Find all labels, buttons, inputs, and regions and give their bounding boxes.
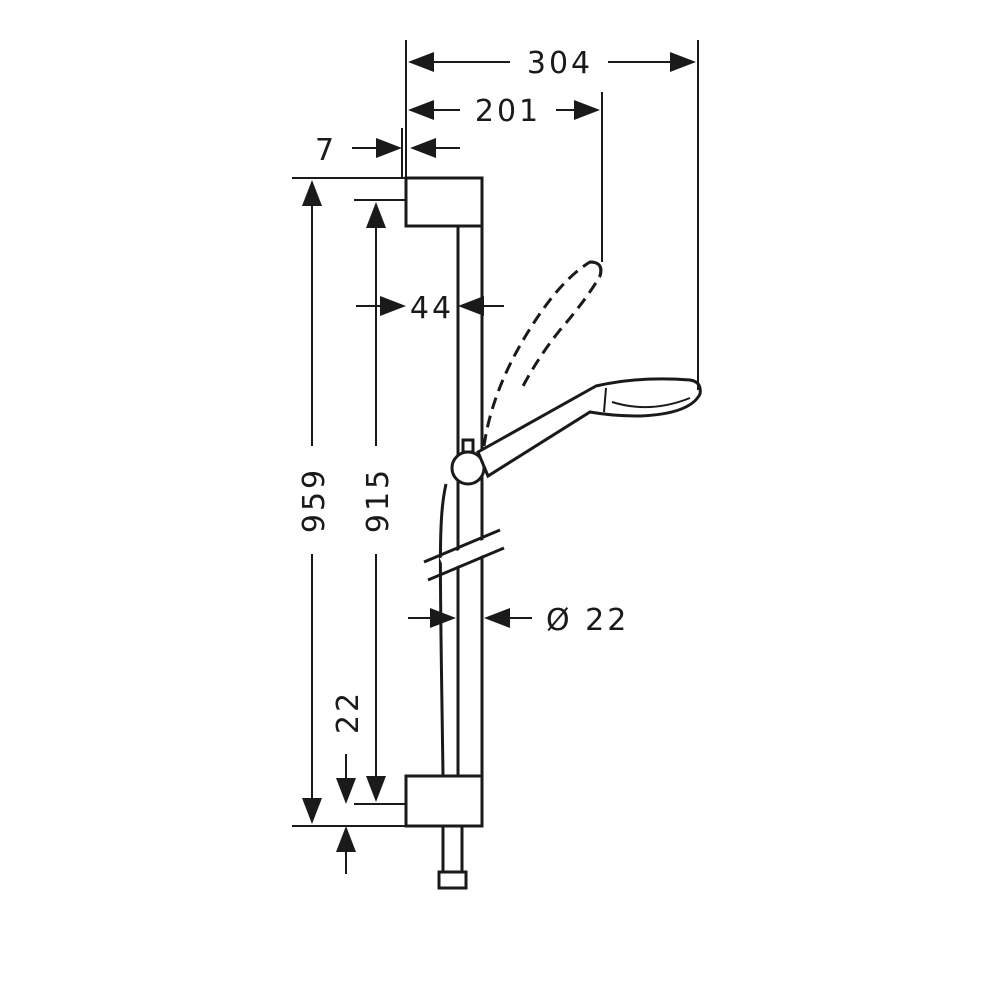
arrow-44-left	[380, 296, 406, 316]
arrow-915-top	[366, 202, 386, 228]
arrow-201-left	[408, 100, 434, 120]
dimension-304: 304	[405, 40, 699, 390]
label-handshower-reach: 201	[475, 94, 541, 129]
arrow-304-right	[670, 52, 696, 72]
label-rail-diameter: Ø 22	[546, 603, 629, 638]
arrow-dia-right	[484, 608, 510, 628]
slider-pin	[461, 438, 475, 454]
hand-shower	[476, 377, 702, 479]
arrow-7-right	[410, 138, 436, 158]
dimension-rail-diameter: Ø 22	[408, 603, 629, 638]
hose-nut	[437, 870, 468, 890]
break-mark-2	[427, 546, 505, 582]
arrow-959-bottom	[302, 798, 322, 824]
label-wall-offset: 7	[315, 133, 337, 168]
hand-shower-alt-position	[482, 260, 603, 447]
label-bracket-height: 22	[331, 690, 366, 734]
arrow-915-bottom	[366, 776, 386, 802]
break-mark-1	[423, 528, 501, 564]
dimension-201: 201	[408, 92, 603, 262]
dimension-7: 7	[315, 128, 460, 178]
arrow-201-right	[574, 100, 600, 120]
label-bar-length: 915	[361, 467, 396, 533]
break-gap	[439, 534, 501, 572]
dimension-959: 959	[292, 177, 406, 827]
label-total-reach: 304	[527, 46, 593, 81]
hand-shower-alt-head	[589, 260, 603, 277]
shower-rail-assembly	[404, 176, 702, 890]
top-wall-bracket	[404, 176, 484, 228]
arrow-dia-left	[430, 608, 456, 628]
arrow-959-top	[302, 180, 322, 206]
arrow-22-top	[336, 778, 356, 804]
shower-face	[611, 397, 691, 409]
arrow-7-left	[376, 138, 402, 158]
arrow-44-right	[458, 296, 484, 316]
arrow-22-bottom	[336, 826, 356, 852]
arrow-304-left	[408, 52, 434, 72]
dimension-915: 915	[354, 199, 406, 805]
shower-head-divider	[603, 387, 607, 413]
hose-upper	[438, 483, 448, 777]
dimension-22-bracket: 22	[331, 690, 366, 874]
label-clearance: 44	[410, 291, 454, 326]
bottom-wall-bracket	[404, 774, 484, 828]
label-total-height: 959	[297, 467, 332, 533]
dimension-44: 44	[356, 291, 504, 326]
